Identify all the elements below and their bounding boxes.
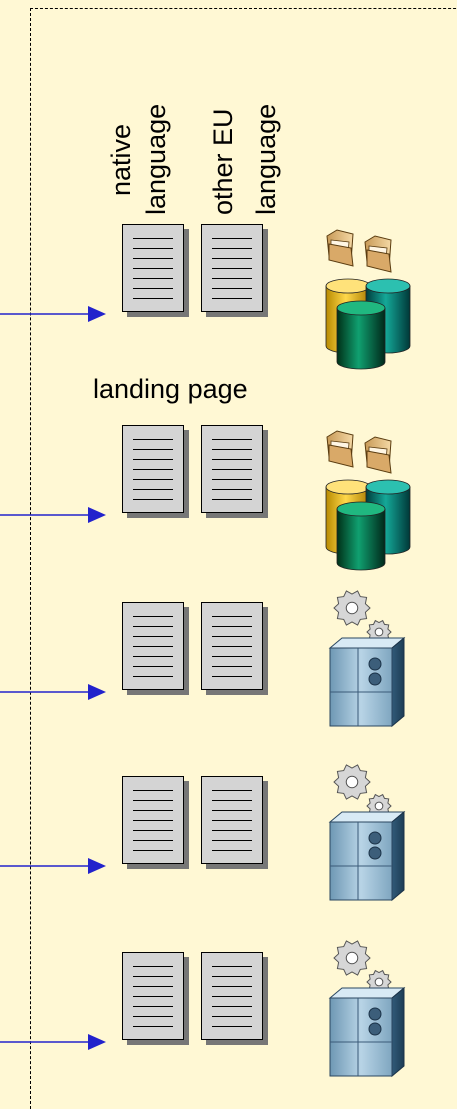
arrow-head: [88, 858, 106, 874]
arrow-head: [88, 684, 106, 700]
landing-page-label: landing page: [93, 374, 248, 404]
gears-server-icon-3: [328, 590, 406, 728]
folders-database-icon-1: [325, 229, 411, 370]
arrow-head: [88, 507, 106, 523]
folders-database-icon-2: [325, 430, 411, 571]
other-language-document: [201, 425, 263, 513]
other-language-document: [201, 224, 263, 312]
native-language-document: [122, 776, 184, 864]
other-language-document: [201, 602, 263, 690]
dashed-frame: [30, 8, 457, 1109]
native-language-document: [122, 952, 184, 1040]
arrow-head: [88, 306, 106, 322]
gears-server-icon-4: [328, 764, 406, 902]
native-language-document: [122, 602, 184, 690]
arrow-head: [88, 1034, 106, 1050]
other-language-document: [201, 776, 263, 864]
native-language-document: [122, 224, 184, 312]
other-language-document: [201, 952, 263, 1040]
gears-server-icon-5: [328, 940, 406, 1078]
native-language-document: [122, 425, 184, 513]
